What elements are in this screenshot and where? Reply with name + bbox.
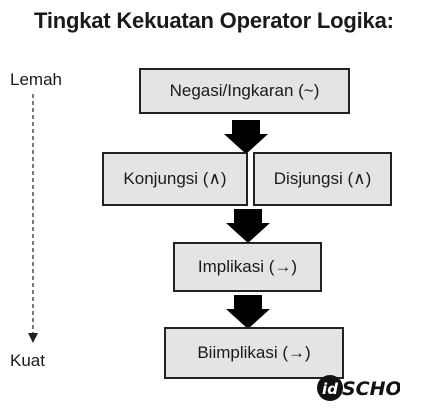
negasi-label: Negasi/Ingkaran (~) xyxy=(169,81,320,100)
arrow-down-3 xyxy=(226,295,270,329)
strength-axis-arrow xyxy=(28,94,38,343)
diagram-title: Tingkat Kekuatan Operator Logika: xyxy=(34,8,394,33)
negasi-box: Negasi/Ingkaran (~) xyxy=(139,68,350,114)
disjungsi-label: Disjungsi (∧) xyxy=(273,169,372,188)
idschool-logo-mark: id SCHOOL xyxy=(317,375,400,401)
svg-text:id: id xyxy=(322,380,338,398)
konjungsi-box: Konjungsi (∧) xyxy=(102,152,248,206)
axis-top-label: Lemah xyxy=(10,70,62,89)
idschool-logo: id SCHOOL xyxy=(316,368,400,408)
arrow-down-2 xyxy=(226,209,270,243)
biimplikasi-label: Biimplikasi (→) xyxy=(197,343,311,362)
konjungsi-label: Konjungsi (∧) xyxy=(123,169,227,188)
disjungsi-box: Disjungsi (∧) xyxy=(253,152,392,206)
axis-bottom-label: Kuat xyxy=(10,351,45,370)
svg-text:SCHOOL: SCHOOL xyxy=(342,378,400,400)
arrow-down-1 xyxy=(224,120,268,154)
implikasi-box: Implikasi (→) xyxy=(173,242,322,292)
biimplikasi-box: Biimplikasi (→) xyxy=(164,327,344,379)
implikasi-label: Implikasi (→) xyxy=(197,257,298,276)
